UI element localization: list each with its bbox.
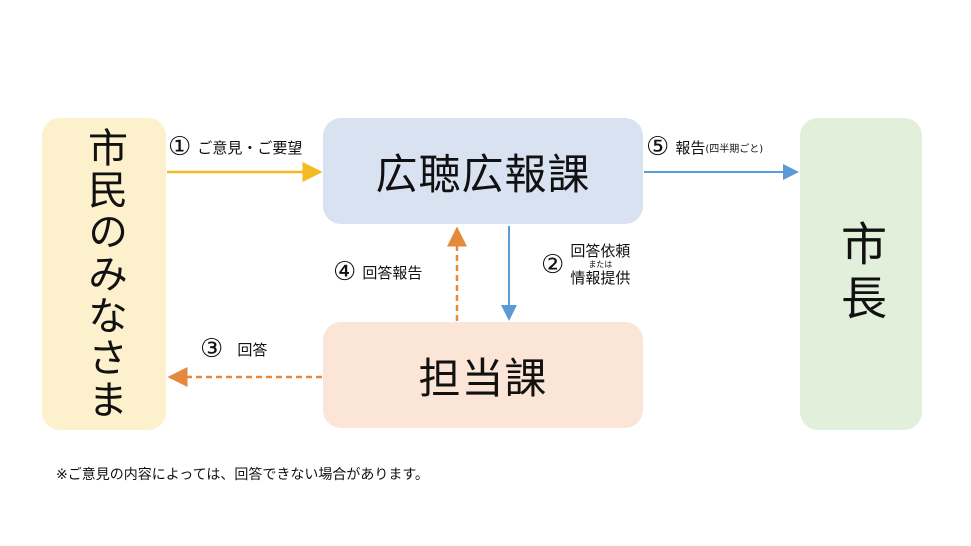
flow-2-number: ② bbox=[541, 249, 565, 280]
flow-1-label: ① ご意見・ご要望 bbox=[168, 134, 302, 160]
public-relations-division-box: 広聴広報課 bbox=[323, 118, 643, 224]
flow-2-label: ② 回答依頼 または 情報提供 bbox=[541, 243, 630, 286]
flow-4-text: 回答報告 bbox=[362, 263, 423, 282]
flow-4-label: ④ 回答報告 bbox=[333, 259, 422, 285]
flow-2-line2: 情報提供 bbox=[570, 268, 631, 287]
flow-3-text: 回答 bbox=[237, 340, 268, 359]
footnote: ※ご意見の内容によっては、回答できない場合があります。 bbox=[56, 467, 429, 483]
flow-5-text: 報告 bbox=[675, 138, 706, 157]
mayor-box: 市長 bbox=[800, 118, 922, 430]
flow-3-label: ③ 回答 bbox=[200, 336, 267, 362]
flow-2-or: または bbox=[588, 259, 613, 269]
flow-3-number: ③ bbox=[200, 334, 224, 364]
flow-5-suffix: (四半期ごと) bbox=[705, 143, 764, 155]
flow-2-line1: 回答依頼 bbox=[570, 242, 631, 260]
mayor-label: 市長 bbox=[834, 220, 888, 328]
public-relations-division-label: 広聴広報課 bbox=[375, 149, 591, 199]
responsible-division-label: 担当課 bbox=[418, 353, 548, 403]
responsible-division-box: 担当課 bbox=[323, 322, 643, 428]
flow-2-text-stack: 回答依頼 または 情報提供 bbox=[570, 243, 630, 286]
flow-5-number: ⑤ bbox=[646, 132, 670, 162]
flow-1-number: ① bbox=[168, 132, 192, 162]
citizens-box: 市民のみなさま bbox=[42, 118, 166, 430]
citizens-label: 市民のみなさま bbox=[81, 127, 127, 421]
flow-5-label: ⑤ 報告 (四半期ごと) bbox=[646, 134, 763, 160]
flow-4-number: ④ bbox=[333, 257, 357, 287]
flow-1-text: ご意見・ご要望 bbox=[197, 138, 303, 157]
